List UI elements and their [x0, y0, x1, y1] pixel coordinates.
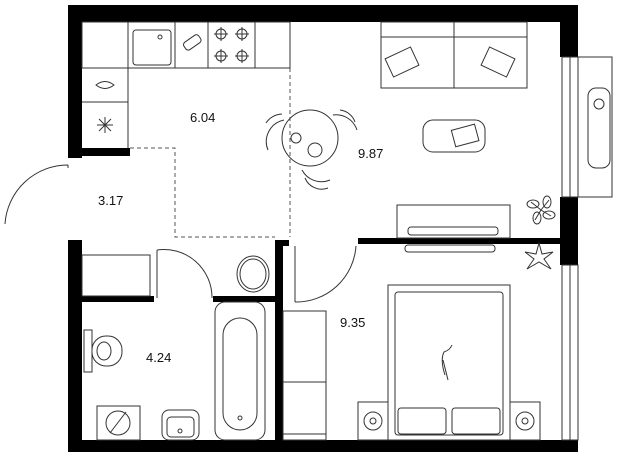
bedroom-door [294, 245, 357, 303]
nightstands [357, 401, 541, 441]
entrance-door [4, 164, 69, 225]
sink-icon [132, 29, 172, 66]
cutting-board-icon [183, 34, 202, 51]
wardrobe [282, 310, 327, 441]
freezer-icon [97, 117, 113, 133]
washer-drum [236, 255, 270, 293]
room-area-kitchen: 6.04 [190, 110, 215, 125]
bathtub [214, 301, 266, 441]
plant-icon [526, 195, 556, 225]
toilet-icon [83, 329, 123, 373]
closet [81, 254, 151, 297]
tv [407, 226, 499, 236]
room-area-bedroom: 9.35 [340, 315, 365, 330]
stove-icon [214, 27, 249, 63]
windows [561, 56, 613, 441]
laptop-icon [450, 123, 480, 148]
oven-icon [95, 81, 115, 89]
sofa [380, 21, 528, 89]
room-area-hallway: 3.17 [98, 193, 123, 208]
dining-table [265, 109, 358, 190]
coffee-table [422, 119, 486, 153]
plant-icon [524, 241, 554, 270]
kitchen-counter [81, 21, 291, 148]
room-area-bathroom: 4.24 [146, 350, 171, 365]
plant-icon [593, 98, 605, 110]
washbasin-icon [161, 409, 200, 441]
bedroom-tv [404, 244, 496, 253]
washing-machine-icon [96, 405, 141, 441]
room-area-living-room: 9.87 [358, 146, 383, 161]
walls [68, 5, 578, 452]
bed [387, 284, 511, 441]
tv-stand [396, 204, 511, 239]
cat-icon [441, 344, 453, 381]
bathroom-door [156, 249, 213, 299]
